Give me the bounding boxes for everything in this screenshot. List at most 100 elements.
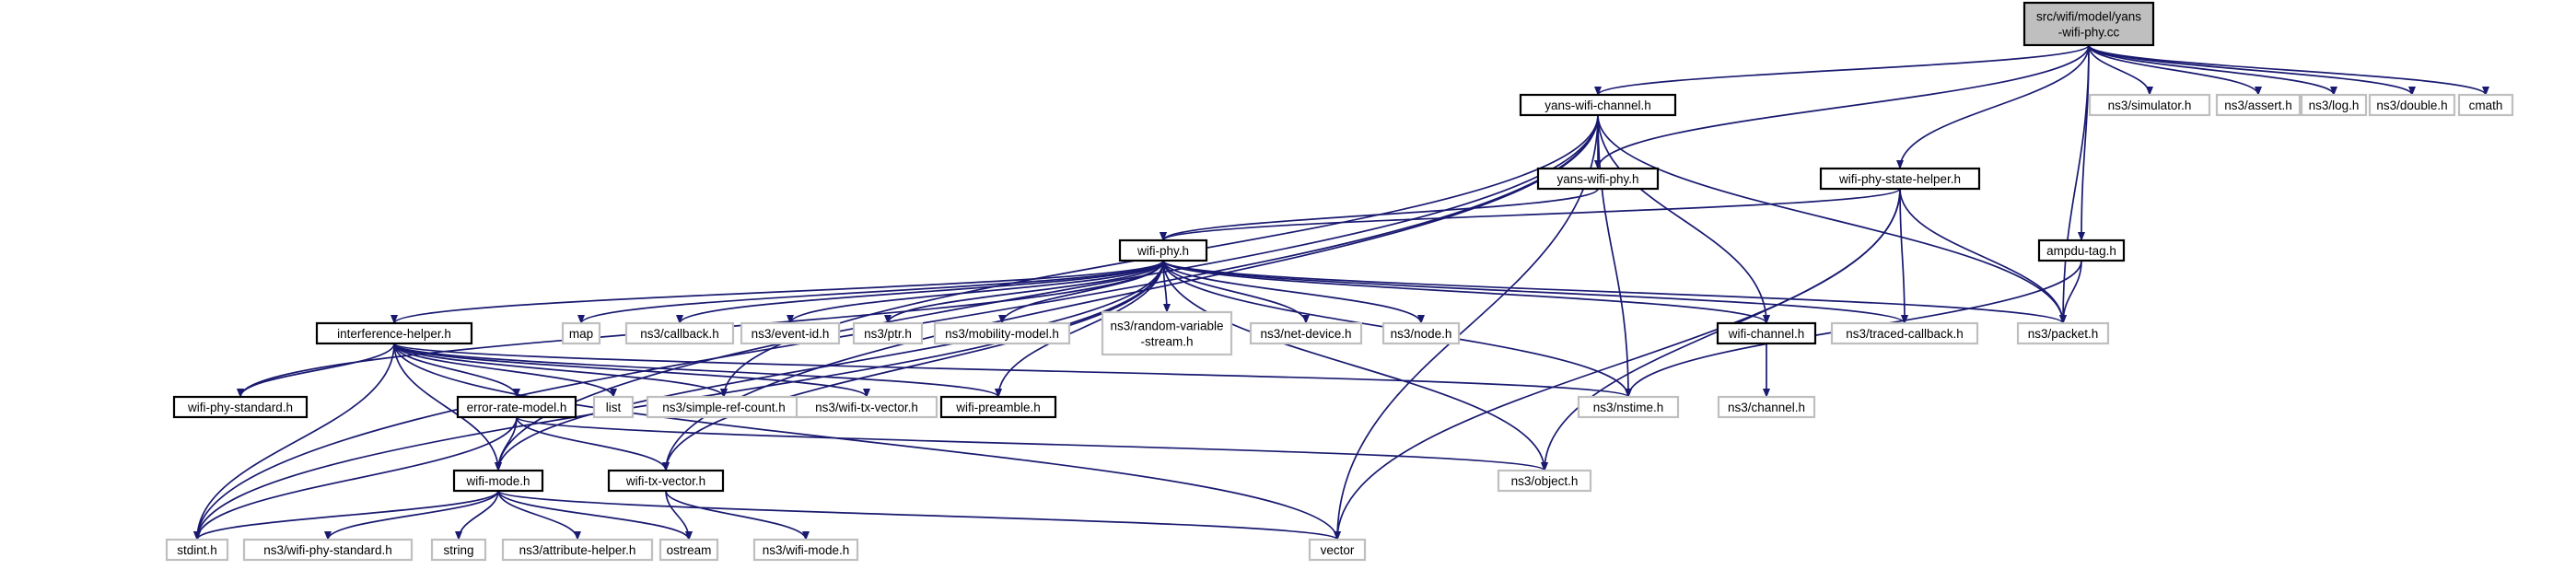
node-box bbox=[933, 321, 1071, 345]
edge-ih-to-vector bbox=[393, 343, 1341, 541]
edge-wpsh-to-npkt bbox=[1899, 188, 2067, 324]
node-label: wifi-mode.h bbox=[465, 474, 530, 488]
node-label: ns3/simple-ref-count.h bbox=[662, 401, 786, 414]
node-box bbox=[2022, 1, 2155, 47]
node-nrvs: ns3/random-variable-stream.h bbox=[1101, 310, 1233, 356]
edge-wphy-to-ih bbox=[390, 260, 1164, 324]
node-nwtv: ns3/wifi-tx-vector.h bbox=[795, 395, 938, 419]
node-box bbox=[1536, 167, 1660, 191]
node-ih[interactable]: interference-helper.h bbox=[315, 321, 473, 345]
edge-wphy-to-nptr bbox=[884, 260, 1164, 324]
node-wmode[interactable]: wifi-mode.h bbox=[452, 469, 544, 493]
node-box bbox=[592, 395, 635, 419]
node-ampdu[interactable]: ampdu-tag.h bbox=[2037, 238, 2126, 262]
node-nnst: ns3/nstime.h bbox=[1577, 395, 1680, 419]
node-label: -wifi-phy.cc bbox=[2058, 26, 2120, 40]
edge-ih-to-list bbox=[393, 343, 617, 398]
node-label: map bbox=[569, 327, 593, 341]
node-box bbox=[2215, 93, 2302, 117]
node-box bbox=[659, 538, 719, 562]
node-label: yans-wifi-phy.h bbox=[1556, 172, 1638, 186]
edge-wmode-to-vector bbox=[497, 490, 1341, 541]
node-nptr: ns3/ptr.h bbox=[852, 321, 924, 345]
node-wphy[interactable]: wifi-phy.h bbox=[1118, 238, 1208, 262]
node-label: ns3/wifi-phy-standard.h bbox=[263, 543, 392, 557]
node-ywc[interactable]: yans-wifi-channel.h bbox=[1519, 93, 1677, 117]
node-wtv[interactable]: wifi-tx-vector.h bbox=[607, 469, 725, 493]
node-box bbox=[1830, 321, 1979, 345]
edge-ih-to-wps bbox=[237, 343, 395, 398]
edge-root-to-ywp bbox=[1594, 44, 2090, 169]
node-label: ns3/wifi-tx-vector.h bbox=[815, 401, 918, 414]
node-label: ns3/callback.h bbox=[640, 327, 719, 341]
edge-ih-to-wmode bbox=[393, 343, 502, 471]
node-box bbox=[172, 395, 309, 419]
edge-wmode-to-stdint bbox=[193, 490, 499, 541]
edge-root-to-wpsh bbox=[1896, 44, 2090, 169]
edge-wphy-to-nnd bbox=[1162, 260, 1310, 324]
edge-wmode-to-nwps bbox=[324, 490, 499, 541]
node-label: src/wifi/model/yans bbox=[2036, 10, 2141, 24]
edge-wphy-to-map bbox=[577, 260, 1164, 324]
node-wpsh[interactable]: wifi-phy-state-helper.h bbox=[1819, 167, 1981, 191]
edge-ih-to-wpre bbox=[393, 343, 1002, 398]
node-box bbox=[1819, 167, 1981, 191]
node-label: -stream.h bbox=[1140, 335, 1193, 349]
node-label: ns3/traced-callback.h bbox=[1846, 327, 1964, 341]
edge-wmode-to-string bbox=[455, 490, 499, 541]
node-cmath: cmath bbox=[2457, 93, 2514, 117]
node-box bbox=[939, 395, 1057, 419]
node-label: ns3/packet.h bbox=[2028, 327, 2099, 341]
node-box bbox=[456, 395, 577, 419]
edge-ywc-to-nnst bbox=[1597, 114, 1632, 398]
node-label: ns3/node.h bbox=[1391, 327, 1452, 341]
node-label: string bbox=[443, 543, 473, 557]
edge-root-to-nsim bbox=[2088, 44, 2153, 96]
node-label: ns3/double.h bbox=[2376, 99, 2447, 112]
edge-wtv-to-ostream bbox=[665, 490, 693, 541]
node-nassert: ns3/assert.h bbox=[2215, 93, 2302, 117]
node-wch[interactable]: wifi-channel.h bbox=[1716, 321, 1817, 345]
node-ntcb: ns3/traced-callback.h bbox=[1830, 321, 1979, 345]
edge-root-to-nassert bbox=[2088, 44, 2262, 96]
node-label: ns3/attribute-helper.h bbox=[519, 543, 636, 557]
node-nch: ns3/channel.h bbox=[1717, 395, 1816, 419]
node-nwps: ns3/wifi-phy-standard.h bbox=[242, 538, 414, 562]
edge-wmode-to-nattr bbox=[497, 490, 581, 541]
edge-wphy-to-npkt bbox=[1162, 260, 2067, 324]
node-box bbox=[1519, 93, 1677, 117]
node-map: map bbox=[561, 321, 601, 345]
edge-erm-to-stdint bbox=[193, 416, 518, 541]
node-erm[interactable]: error-rate-model.h bbox=[456, 395, 577, 419]
node-root[interactable]: src/wifi/model/yans -wifi-phy.cc bbox=[2022, 1, 2155, 47]
edge-ywc-to-wch bbox=[1597, 114, 1770, 324]
node-nlog: ns3/log.h bbox=[2300, 93, 2368, 117]
node-box bbox=[1308, 538, 1367, 562]
node-box bbox=[624, 321, 735, 345]
node-label: ns3/assert.h bbox=[2224, 99, 2292, 112]
edge-wpsh-to-vector bbox=[1334, 188, 1901, 541]
node-box bbox=[501, 538, 654, 562]
node-wps[interactable]: wifi-phy-standard.h bbox=[172, 395, 309, 419]
node-label: list bbox=[606, 401, 622, 414]
node-label: wifi-phy-standard.h bbox=[187, 401, 293, 414]
node-label: wifi-preamble.h bbox=[955, 401, 1041, 414]
node-box bbox=[1497, 469, 1592, 493]
node-box bbox=[1381, 321, 1461, 345]
edge-ih-to-nsrc bbox=[393, 343, 728, 398]
edge-ih-to-nwtv bbox=[393, 343, 870, 398]
edge-ywc-to-npkt bbox=[1597, 114, 2067, 324]
edge-ih-to-nnst bbox=[393, 343, 1632, 398]
node-nwmode: ns3/wifi-mode.h bbox=[752, 538, 859, 562]
node-npkt: ns3/packet.h bbox=[2016, 321, 2110, 345]
node-wpre[interactable]: wifi-preamble.h bbox=[939, 395, 1057, 419]
node-label: yans-wifi-channel.h bbox=[1544, 99, 1651, 112]
node-box bbox=[2016, 321, 2110, 345]
node-box bbox=[430, 538, 487, 562]
node-ywp[interactable]: yans-wifi-phy.h bbox=[1536, 167, 1660, 191]
node-nmob: ns3/mobility-model.h bbox=[933, 321, 1071, 345]
node-label: ns3/net-device.h bbox=[1260, 327, 1351, 341]
node-label: ns3/log.h bbox=[2309, 99, 2360, 112]
edge-root-to-ywc bbox=[1594, 44, 2090, 96]
